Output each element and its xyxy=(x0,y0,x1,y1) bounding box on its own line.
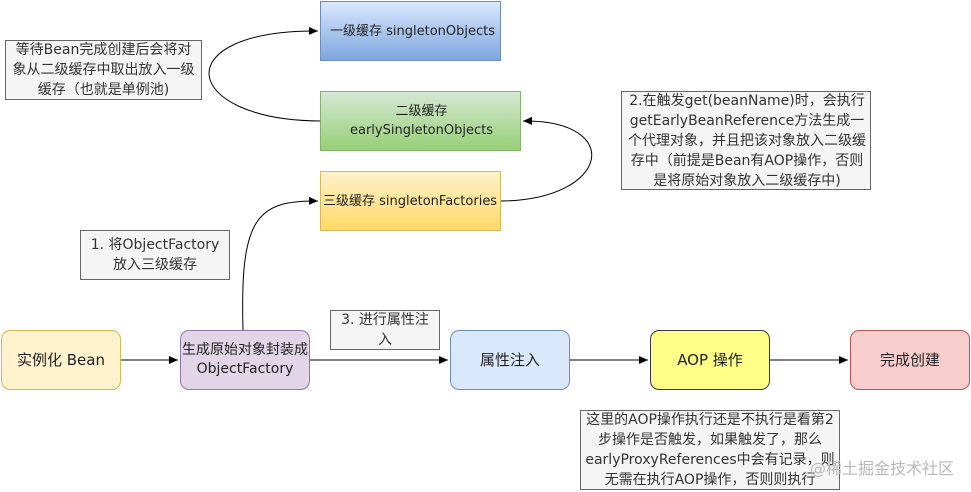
step-aop: AOP 操作 xyxy=(650,330,770,390)
note-aop-check: 这里的AOP操作执行还是不执行是看第2步操作是否触发，如果触发了，那么early… xyxy=(580,410,840,490)
step-complete: 完成创建 xyxy=(850,330,970,390)
note-put-factory: 1. 将ObjectFactory放入三级缓存 xyxy=(80,230,230,280)
step-wrap-factory: 生成原始对象封装成ObjectFactory xyxy=(180,330,310,390)
cache-level1: 一级缓存 singletonObjects xyxy=(320,1,501,61)
step-populate: 属性注入 xyxy=(450,330,570,390)
note-inject: 3. 进行属性注入 xyxy=(330,310,440,350)
arrow-level2-to-level1 xyxy=(208,26,321,122)
step-instantiate: 实例化 Bean xyxy=(1,330,121,390)
cache-level3: 三级缓存 singletonFactories xyxy=(320,171,501,231)
watermark: @稀土掘金技术社区 xyxy=(810,459,955,478)
arrow-level3-to-level2 xyxy=(500,116,593,202)
arrow-wrap-to-level3 xyxy=(242,196,319,331)
note-move-to-level1: 等待Bean完成创建后会将对象从二级缓存中取出放入一级缓存（也就是单例池) xyxy=(5,40,202,100)
cache-level2: 二级缓存 earlySingletonObjects xyxy=(320,91,521,151)
note-get-bean: 2.在触发get(beanName)时，会执行getEarlyBeanRefer… xyxy=(621,91,871,190)
